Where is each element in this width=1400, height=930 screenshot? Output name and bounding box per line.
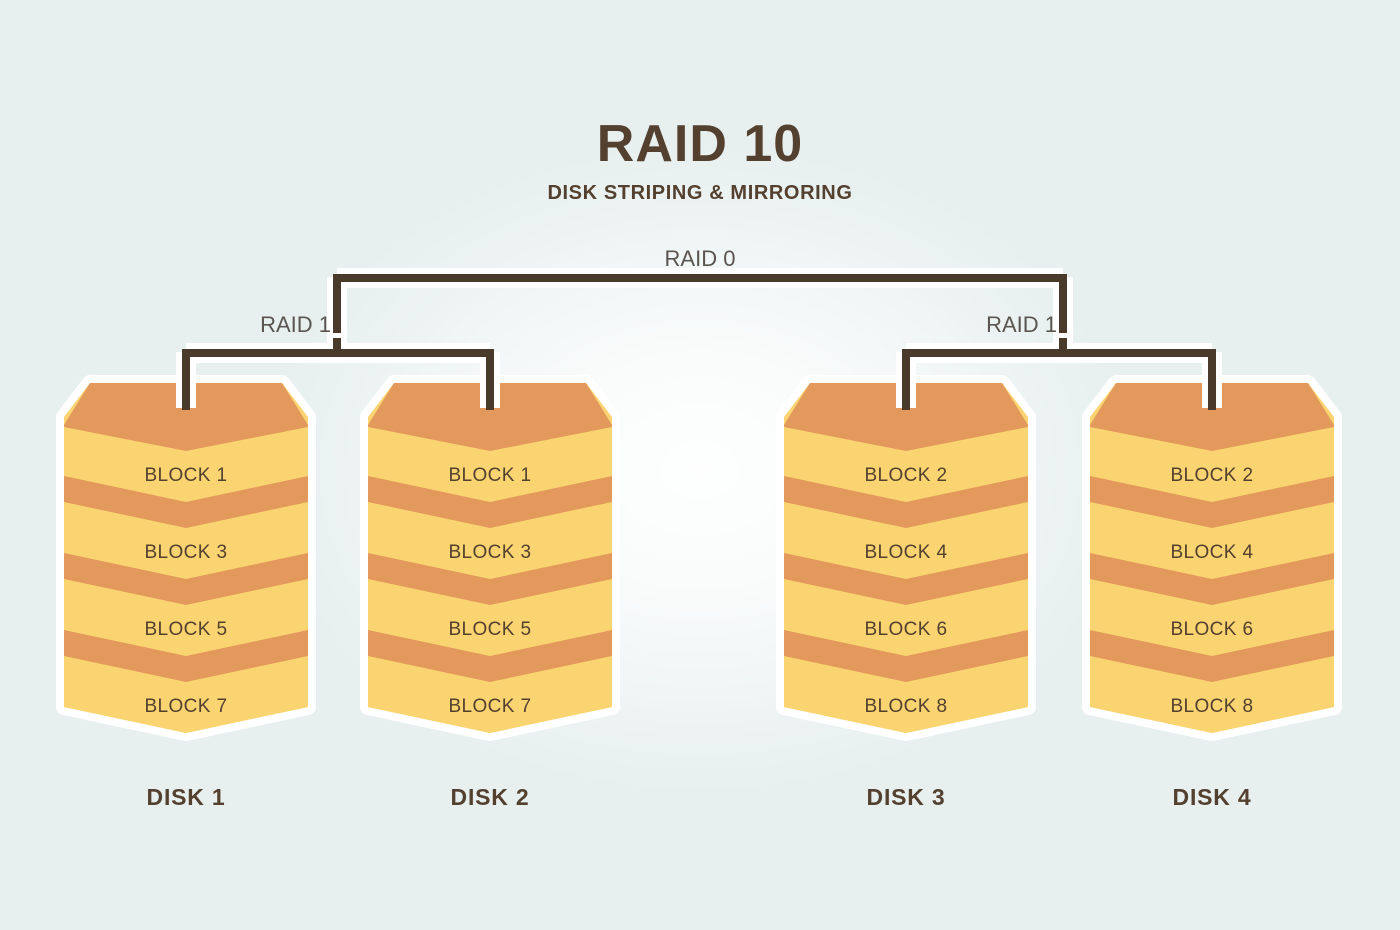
disk-top-cap <box>784 383 1028 451</box>
disk-platter <box>368 502 612 579</box>
disk-top-cap <box>64 383 308 451</box>
raid1-right-bracket <box>902 338 1216 410</box>
disk-platter <box>1090 579 1334 656</box>
page-subtitle: DISK STRIPING & MIRRORING <box>547 182 852 204</box>
disk-top-cap <box>1090 383 1334 451</box>
connector-brackets-layer: RAID 0 RAID 1 RAID 1 <box>176 246 1222 410</box>
block-label: BLOCK 1 <box>448 465 531 486</box>
disk-platter-edge <box>64 553 308 605</box>
block-label: BLOCK 2 <box>1170 465 1253 486</box>
disk-platter <box>368 656 612 733</box>
disk-platter <box>784 502 1028 579</box>
disk-platter <box>64 425 308 502</box>
disk-platter <box>1090 502 1334 579</box>
disk-stack[interactable]: BLOCK 1 BLOCK 3 BLOCK 5 BLOCK 7 <box>360 375 620 741</box>
block-label: BLOCK 7 <box>448 696 531 717</box>
block-label: BLOCK 6 <box>864 619 947 640</box>
disk-platter-edge <box>784 630 1028 682</box>
block-label: BLOCK 1 <box>144 465 227 486</box>
disk-name-labels-layer: DISK 1 DISK 2 DISK 3 DISK 4 <box>147 784 1252 810</box>
disk-platter-edge <box>1090 476 1334 528</box>
block-label: BLOCK 2 <box>864 465 947 486</box>
disk-platter-edge <box>368 630 612 682</box>
raid0-label: RAID 0 <box>665 246 736 271</box>
disk-platter <box>784 579 1028 656</box>
disk-platter <box>64 502 308 579</box>
bracket-labels: RAID 0 RAID 1 RAID 1 <box>260 246 1057 337</box>
page-title: RAID 10 <box>597 115 803 173</box>
block-label: BLOCK 4 <box>864 542 947 563</box>
disk-platter-edge <box>368 553 612 605</box>
disk-stack[interactable]: BLOCK 1 BLOCK 3 BLOCK 5 BLOCK 7 <box>56 375 316 741</box>
block-label: BLOCK 8 <box>864 696 947 717</box>
disk-name-label: DISK 4 <box>1173 784 1252 810</box>
raid1-left-bracket <box>182 338 494 410</box>
disk-platter <box>64 579 308 656</box>
block-label: BLOCK 5 <box>144 619 227 640</box>
disk-platter <box>64 656 308 733</box>
disk-name-label: DISK 2 <box>451 784 530 810</box>
raid1-left-label: RAID 1 <box>260 312 331 337</box>
block-label: BLOCK 7 <box>144 696 227 717</box>
disk-platter-edge <box>368 476 612 528</box>
disk-platter <box>1090 656 1334 733</box>
disk-platter <box>368 425 612 502</box>
block-label: BLOCK 6 <box>1170 619 1253 640</box>
disk-platter-edge <box>784 476 1028 528</box>
disk-platter <box>368 579 612 656</box>
disk-platter-edge <box>784 553 1028 605</box>
block-label: BLOCK 4 <box>1170 542 1253 563</box>
disk-platter <box>784 656 1028 733</box>
disk-name-label: DISK 3 <box>867 784 946 810</box>
disk-top-cap <box>368 383 612 451</box>
block-label: BLOCK 5 <box>448 619 531 640</box>
disk-platter-edge <box>1090 553 1334 605</box>
disk-platter <box>1090 425 1334 502</box>
raid0-bracket <box>333 274 1067 333</box>
disk-name-label: DISK 1 <box>147 784 226 810</box>
disk-platter-edge <box>1090 630 1334 682</box>
disk-stack[interactable]: BLOCK 2 BLOCK 4 BLOCK 6 BLOCK 8 <box>1082 375 1342 741</box>
block-label: BLOCK 8 <box>1170 696 1253 717</box>
disk-platter-edge <box>64 630 308 682</box>
raid1-right-label: RAID 1 <box>986 312 1057 337</box>
block-label: BLOCK 3 <box>144 542 227 563</box>
disk-platter-edge <box>64 476 308 528</box>
disk-platter <box>784 425 1028 502</box>
disk-stack[interactable]: BLOCK 2 BLOCK 4 BLOCK 6 BLOCK 8 <box>776 375 1036 741</box>
block-label: BLOCK 3 <box>448 542 531 563</box>
